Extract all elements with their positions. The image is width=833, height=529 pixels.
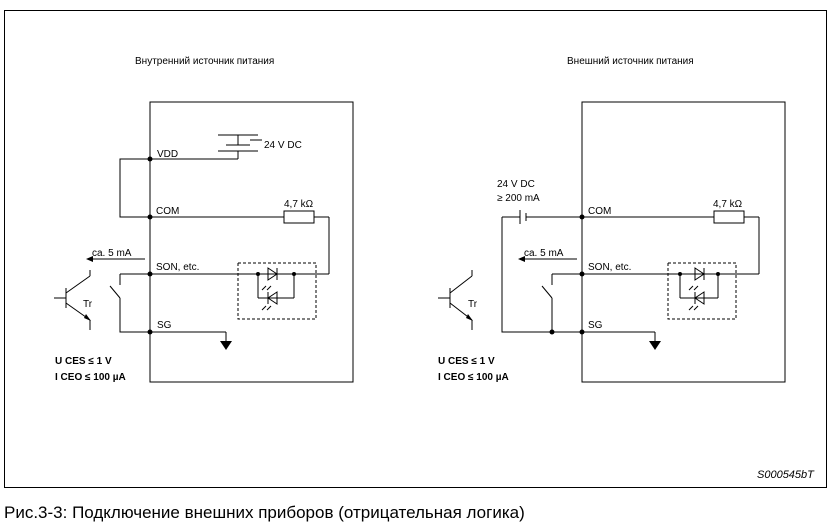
left-ground-icon — [220, 341, 232, 350]
left-iceo-label: I CEO ≤ 100 µA — [55, 372, 126, 383]
left-switch — [109, 285, 121, 299]
left-panel-title: Внутренний источник питания — [135, 56, 274, 67]
left-supply-label: 24 V DC — [264, 140, 302, 151]
left-led-2 — [267, 291, 278, 305]
right-panel: Внешний источник питания 24 V DC ≥ 200 m… — [438, 56, 786, 383]
right-resistor-label: 4,7 kΩ — [713, 199, 743, 210]
left-com-label: COM — [156, 206, 179, 217]
left-current-label: ca. 5 mA — [92, 248, 132, 259]
right-switch — [541, 285, 553, 299]
left-transistor: Tr — [54, 270, 93, 330]
left-resistor — [283, 210, 315, 224]
left-vdd-label: VDD — [157, 149, 178, 160]
right-led-1 — [694, 267, 705, 281]
left-son-label: SON, etc. — [156, 262, 199, 273]
figure-frame — [4, 10, 827, 488]
right-uces-label: U CES ≤ 1 V — [438, 356, 495, 367]
left-optocoupler — [237, 262, 329, 320]
left-tr-label: Tr — [83, 299, 93, 310]
right-supply-label-1: 24 V DC — [497, 179, 535, 190]
right-son-label: SON, etc. — [588, 262, 631, 273]
left-vdd-com-jumper — [119, 158, 150, 218]
left-uces-label: U CES ≤ 1 V — [55, 356, 112, 367]
left-panel: Внутренний источник питания 24 V DC VDD … — [54, 56, 354, 383]
figure-caption: Рис.3-3: Подключение внешних приборов (о… — [4, 503, 525, 522]
right-ground-icon — [649, 341, 661, 350]
left-sg-label: SG — [157, 320, 172, 331]
right-optocoupler — [667, 262, 759, 320]
right-tr-label: Tr — [468, 299, 478, 310]
left-device-box — [149, 101, 354, 383]
left-resistor-label: 4,7 kΩ — [284, 199, 314, 210]
right-device-box — [581, 101, 786, 383]
right-resistor — [713, 210, 745, 224]
right-led-2 — [694, 291, 705, 305]
right-com-label: COM — [588, 206, 611, 217]
right-supply-return-wire — [501, 217, 582, 333]
right-sg-label: SG — [588, 320, 603, 331]
figure-code: S000545bT — [757, 469, 815, 481]
right-transistor: Tr — [438, 270, 478, 330]
right-current-label: ca. 5 mA — [524, 248, 564, 259]
right-iceo-label: I CEO ≤ 100 µA — [438, 372, 509, 383]
left-led-1 — [267, 267, 278, 281]
right-panel-title: Внешний источник питания — [567, 56, 694, 67]
right-supply-label-2: ≥ 200 mA — [497, 193, 540, 204]
